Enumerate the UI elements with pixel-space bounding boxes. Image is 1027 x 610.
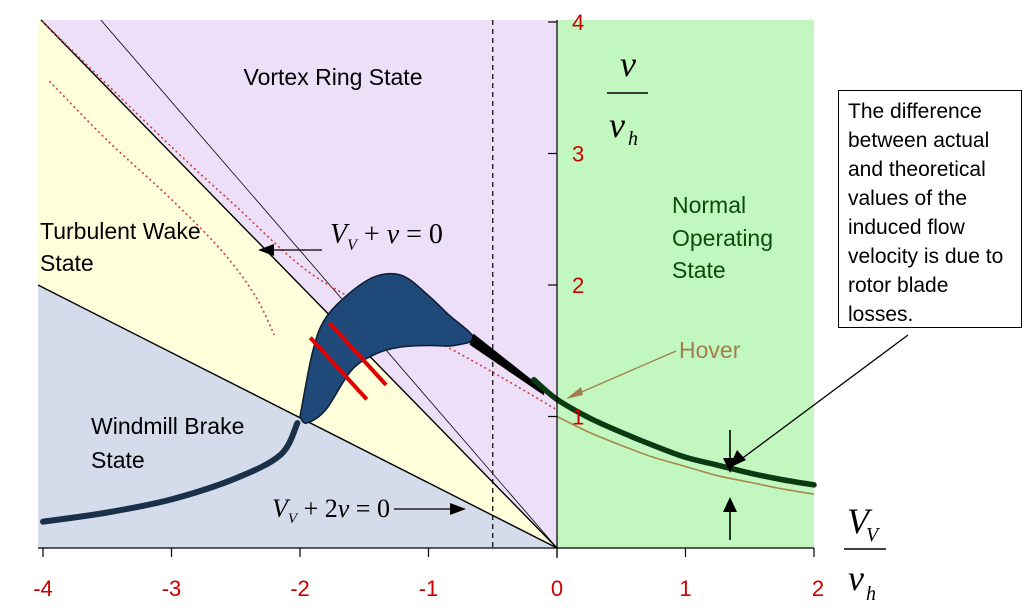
- cross-mark-1: [328, 321, 388, 387]
- region-normal-operating: [557, 20, 814, 548]
- x-tick-label: -2: [290, 576, 310, 601]
- region-label-vortex-ring: Vortex Ring State: [244, 64, 423, 90]
- y-tick-label: 4: [572, 10, 584, 35]
- theoretical-curve: [556, 415, 815, 495]
- y-axis-label: v v h: [607, 44, 648, 150]
- region-label-normal-operating: Normal Operating State: [672, 192, 779, 283]
- region-label-windmill-brake: Windmill Brake State: [91, 413, 251, 473]
- boundary-line-vv-plus-v: [40, 19, 558, 549]
- svg-text:v: v: [620, 44, 636, 84]
- svg-text:h: h: [628, 128, 638, 150]
- dotted-line-lower: [48, 80, 276, 336]
- svg-text:V: V: [866, 524, 881, 546]
- boundary-line-vv-plus-2v: [37, 284, 558, 549]
- svg-text:V: V: [847, 501, 873, 541]
- x-tick-label: -3: [162, 576, 182, 601]
- cross-mark-2: [308, 336, 369, 401]
- x-tick-label: 2: [812, 576, 824, 601]
- transition-wedge: [469, 333, 545, 396]
- x-tick-label: 0: [551, 576, 563, 601]
- annotation-vv-plus-v: VV + v = 0: [330, 219, 443, 254]
- annotation-vv-plus-2v: VV + 2v = 0: [272, 494, 390, 527]
- dotted-line-upper: [42, 21, 558, 411]
- callout-pointer-line: [739, 334, 909, 461]
- svg-text:h: h: [866, 583, 876, 605]
- region-label-turbulent-wake: Turbulent Wake State: [40, 218, 207, 276]
- callout-box: The difference between actual and theore…: [838, 90, 1022, 328]
- svg-text:v: v: [609, 105, 625, 145]
- annotation-vv-plus-v-arrowhead: [258, 244, 274, 256]
- x-tick-label: -1: [419, 576, 439, 601]
- hover-label: Hover: [679, 337, 741, 363]
- y-tick-label: 3: [572, 142, 584, 167]
- x-tick-label: -4: [33, 576, 53, 601]
- actual-curve-right: [531, 376, 817, 488]
- svg-text:v: v: [848, 558, 864, 598]
- gap-arrow-up-head: [723, 497, 737, 512]
- callout-text: The difference between actual and theore…: [848, 100, 1004, 326]
- x-tick-label: 1: [679, 576, 691, 601]
- annotation-vv-plus-2v-arrowhead: [450, 503, 466, 515]
- x-axis-label: V V v h: [844, 501, 886, 605]
- y-tick-label: 2: [572, 273, 584, 298]
- hover-pointer-line: [576, 350, 677, 395]
- hover-pointer-arrowhead: [566, 387, 583, 399]
- y-tick-label: 1: [572, 405, 584, 430]
- boundary-line-inner: [100, 19, 558, 549]
- actual-curve-left: [40, 420, 301, 525]
- gap-arrow-down-head: [723, 458, 737, 473]
